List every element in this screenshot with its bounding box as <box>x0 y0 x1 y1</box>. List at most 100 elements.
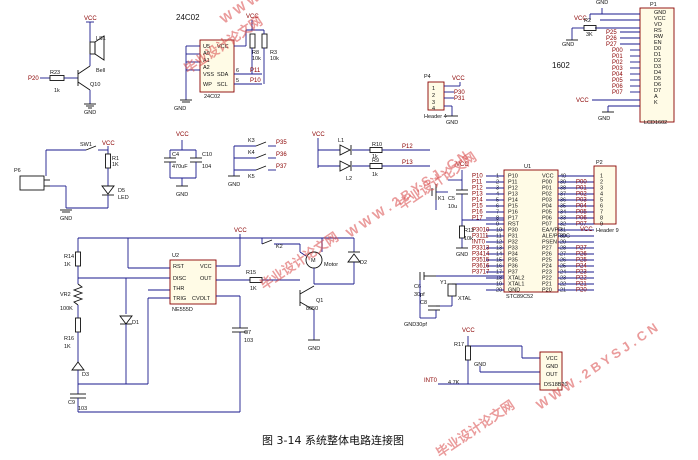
vcc-buzzer: VCC <box>84 16 97 22</box>
k4-label: K4 <box>248 150 255 156</box>
c7-value: 103 <box>244 338 253 344</box>
header9-pin: 8 <box>600 216 603 222</box>
r15-value: 1K <box>250 286 257 292</box>
lcd-pin-13: D6 <box>654 82 661 88</box>
mcu-left-net: P3313 <box>472 246 490 252</box>
mcu-left-pin-number: 6 <box>496 204 499 210</box>
d5-value: LED <box>118 195 129 201</box>
mcu-left-pin-name: P34 <box>508 252 518 258</box>
mcu-right-pin-number: 35 <box>560 204 566 210</box>
mcu-left-pin-name: P14 <box>508 198 518 204</box>
r3-value: 10k <box>270 56 279 62</box>
vcc-h4: VCC <box>452 76 465 82</box>
mcu-right-pin-number: 24 <box>560 270 566 276</box>
mcu-right-pin-name: VCC <box>542 174 554 180</box>
mcu-right-net: P06 <box>576 216 587 222</box>
mcu-right-pin-number: 32 <box>560 222 566 228</box>
mcu-left-net: P3515 <box>472 258 490 264</box>
p20-label: P20 <box>28 76 39 82</box>
mcu-left-pin-name: P32 <box>508 240 518 246</box>
mcu-left-pin-name: P11 <box>508 180 517 186</box>
ne555-out: OUT <box>200 276 212 282</box>
mcu-right-pin-name: P21 <box>542 282 552 288</box>
mcu-right-net: P20 <box>576 288 587 294</box>
c5-label: C5 <box>448 196 455 202</box>
temperature-sensor: VCC R17 4.7K INT0 VCC GND OUT DS18B20 GN… <box>424 328 568 391</box>
mcu-right-net: P00 <box>576 180 587 186</box>
mcu-left-pin-number: 5 <box>496 198 499 204</box>
sensor-vcc: VCC <box>546 356 558 362</box>
mcu-right-pin-name: P00 <box>542 180 552 186</box>
r17-value: 4.7K <box>448 380 460 386</box>
gnd-eeprom: GND <box>174 106 186 112</box>
mcu-right-pin-number: 40 <box>560 174 566 180</box>
ne555-thr: THR <box>173 286 184 292</box>
mcu-left-pin-number: 10 <box>496 228 502 234</box>
r2-value: 3K <box>586 32 593 38</box>
mcu-right-net: P04 <box>576 204 587 210</box>
figure-caption: 图 3-14 系统整体电路连接图 <box>262 433 404 447</box>
mcu-left-pin-name: P16 <box>508 210 518 216</box>
mcu-right-pin-name: P20 <box>542 288 552 294</box>
mcu-left-pin-name: GND <box>508 288 520 294</box>
mcu-right-pin-number: 31 <box>560 228 566 234</box>
mcu-left-pin-number: 2 <box>496 180 499 186</box>
lcd-pin-15: A <box>654 94 658 100</box>
mcu-right-net: P24 <box>576 264 587 270</box>
k2-label: K2 <box>276 244 283 250</box>
header9-pin: 7 <box>600 210 603 216</box>
c8-label: C8 <box>420 300 427 306</box>
c4-label: C4 <box>172 152 179 158</box>
key-buttons: K3 K4 K5 P35 P36 P37 GND <box>228 138 287 188</box>
lcd-pin-10: D3 <box>654 64 661 70</box>
k5-label: K5 <box>248 174 255 180</box>
h4-pin4: 4 <box>432 106 435 112</box>
mcu-right-pin-name: P01 <box>542 186 552 192</box>
l2-label: L2 <box>346 176 352 182</box>
p11-eeprom: P11 <box>250 68 261 74</box>
mcu-left-pin-name: P33 <box>508 246 518 252</box>
header9-pin: 4 <box>600 192 603 198</box>
gnd-caps: GND <box>176 192 188 198</box>
r16-label: R16 <box>64 336 74 342</box>
h4-p31: P31 <box>454 96 465 102</box>
mcu-right-net: P21 <box>576 282 587 288</box>
header9-pin: 9 <box>600 222 603 228</box>
mcu-left-pin-number: 15 <box>496 258 502 264</box>
p36-label: P36 <box>276 152 287 158</box>
vcc-555: VCC <box>234 228 247 234</box>
mcu-left-pins: P101P10P112P11P123P12P134P13P145P14P156P… <box>472 174 524 294</box>
lcd-net-p02: P02 <box>612 60 623 66</box>
eeprom-title: 24C02 <box>176 13 200 22</box>
r8-value: 10k <box>252 56 261 62</box>
mcu-left-net: P3616 <box>472 264 490 270</box>
mcu-left-net: P3010 <box>472 228 490 234</box>
lcd-net-p05: P05 <box>612 78 623 84</box>
c9-value: 103 <box>78 406 87 412</box>
mcu-right-pin-name: P04 <box>542 204 552 210</box>
mcu-left-net: P10 <box>472 174 483 180</box>
k1-label: K1 <box>438 196 445 202</box>
p4-label: P4 <box>424 74 431 80</box>
sensor-gnd: GND <box>546 364 558 370</box>
lcd-pin-9: D2 <box>654 58 661 64</box>
gnd-lcd: GND <box>562 42 574 48</box>
lcd-pin-labels: GND VCC VO RS RW EN D0 D1 D2 D3 D4 D5 D6… <box>654 10 666 106</box>
gnd-sw1: GND <box>60 216 72 222</box>
vcc-sensor: VCC <box>462 328 475 334</box>
d1-label: D1 <box>132 320 139 326</box>
watermark-3: 毕业设计论文网 <box>257 229 341 292</box>
vcc-sw1: VCC <box>102 141 115 147</box>
r10-value: 1k <box>372 154 378 160</box>
r15-label: R15 <box>246 270 256 276</box>
r13-value: 10k <box>464 236 473 242</box>
mcu-right-net: P23 <box>576 270 587 276</box>
mcu-right-pin-name: P26 <box>542 252 552 258</box>
mcu-left-pin-number: 16 <box>496 264 502 270</box>
vcc-eeprom: VCC <box>246 14 259 20</box>
mcu-right-pin-number: 34 <box>560 210 566 216</box>
pin6-eeprom: 6 <box>236 68 239 74</box>
